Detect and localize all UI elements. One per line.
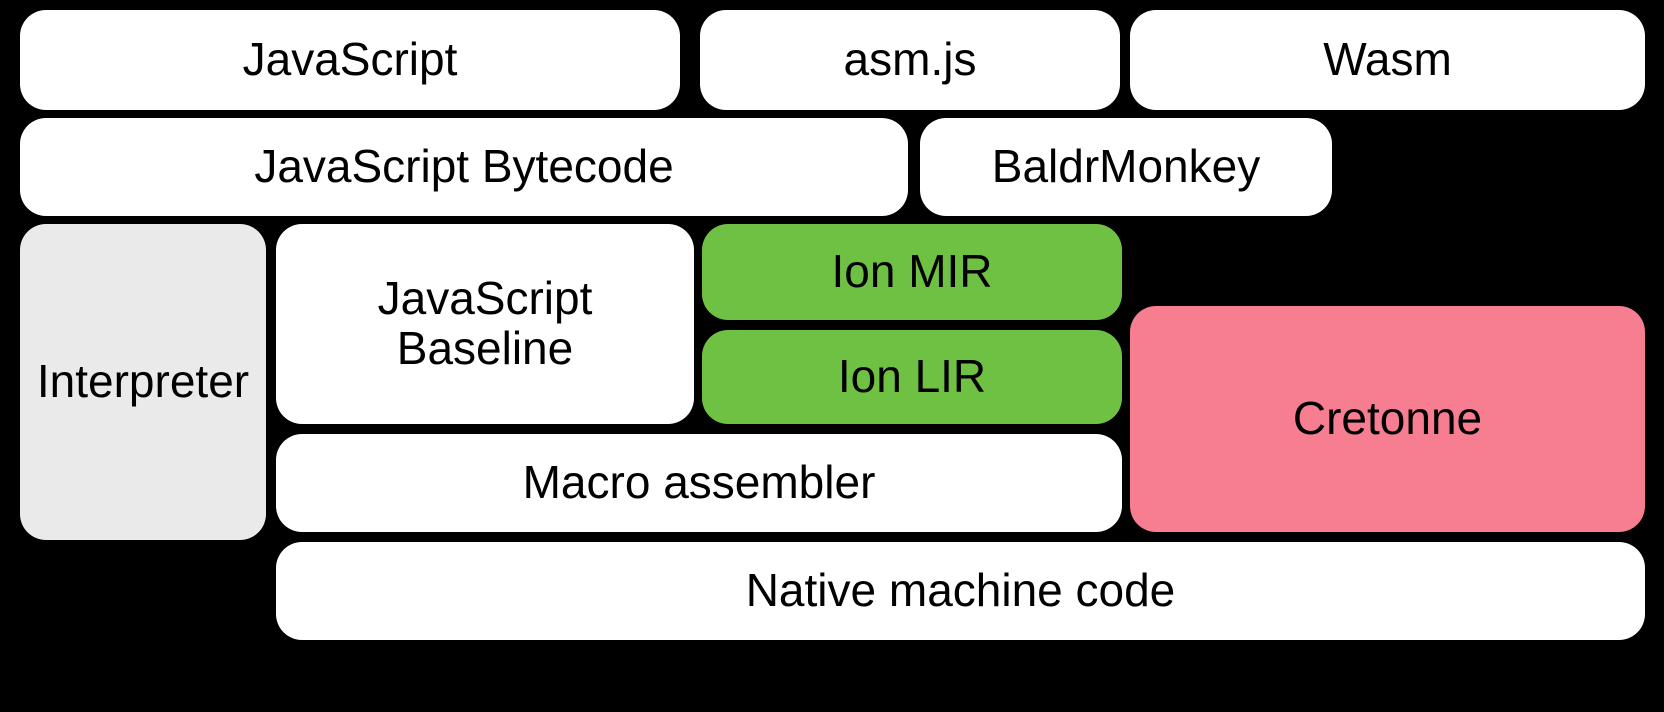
node-ion-lir: Ion LIR <box>702 330 1122 424</box>
node-interpreter: Interpreter <box>20 224 266 540</box>
node-asmjs: asm.js <box>700 10 1120 110</box>
node-javascript: JavaScript <box>20 10 680 110</box>
node-baldrmonkey: BaldrMonkey <box>920 118 1332 216</box>
node-javascript-baseline: JavaScript Baseline <box>276 224 694 424</box>
node-native-machine-code: Native machine code <box>276 542 1645 640</box>
node-cretonne: Cretonne <box>1130 306 1645 532</box>
node-wasm: Wasm <box>1130 10 1645 110</box>
node-javascript-bytecode: JavaScript Bytecode <box>20 118 908 216</box>
node-ion-mir: Ion MIR <box>702 224 1122 320</box>
node-macro-assembler: Macro assembler <box>276 434 1122 532</box>
